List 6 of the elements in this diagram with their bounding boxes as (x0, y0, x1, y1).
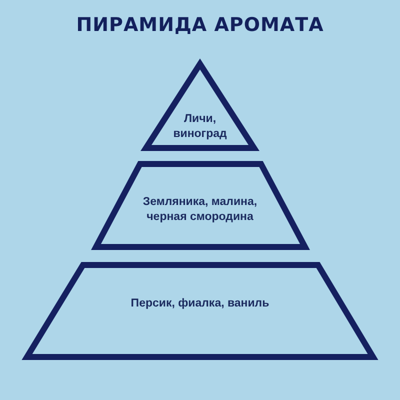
trapezoid-tier (88, 158, 313, 253)
title: ПИРАМИДА АРОМАТА (76, 14, 324, 36)
tier-label: Личи, виноград (172, 112, 228, 142)
tier-label: Персик, фиалка, ваниль (130, 296, 270, 312)
tier-label: Земляника, малина, черная смородина (142, 195, 258, 225)
trapezoid-tier (19, 259, 381, 363)
